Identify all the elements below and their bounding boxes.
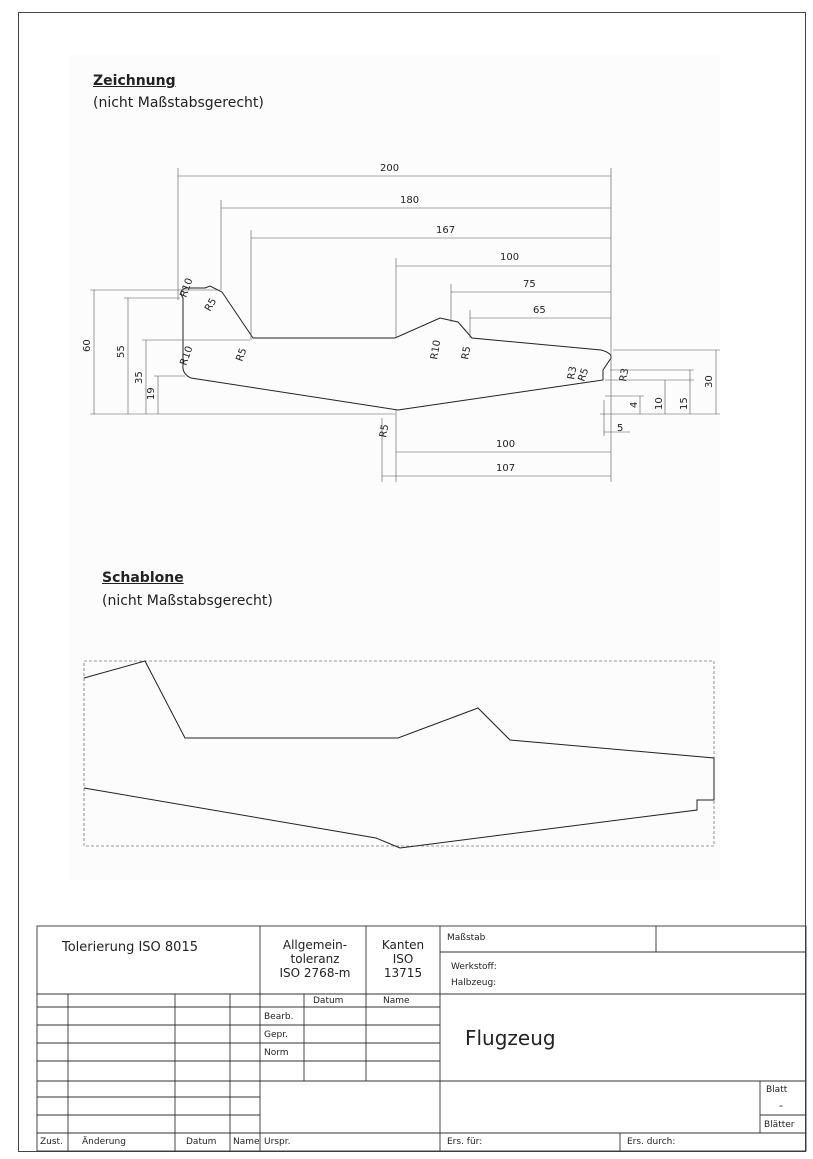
sheet-label: Blatt	[766, 1085, 788, 1095]
semi-finished-label: Halbzeug:	[451, 978, 497, 988]
drawing-heading: Zeichnung	[93, 73, 176, 89]
template-outline	[83, 660, 715, 849]
aenderung-label: Änderung	[82, 1137, 126, 1147]
scale-label: Maßstab	[447, 933, 486, 943]
template-frame	[83, 660, 715, 847]
dim-60: 60	[82, 339, 93, 352]
dim-35: 35	[134, 371, 145, 384]
dim-4: 4	[629, 402, 640, 408]
radius-r5-b: R5	[234, 347, 249, 363]
dim-100-bottom: 100	[496, 439, 515, 450]
radius-r5-d: R5	[576, 367, 591, 383]
dimension-lines	[90, 168, 720, 482]
edges-line3: 13715	[383, 966, 423, 980]
dim-30: 30	[704, 375, 715, 388]
title-block-lines	[36, 925, 807, 1152]
part-name: Flugzeug	[465, 1026, 556, 1050]
dim-107: 107	[496, 463, 515, 474]
bearb-label: Bearb.	[264, 1012, 294, 1022]
template-heading: Schablone	[102, 570, 184, 586]
airplane-outline	[180, 285, 612, 411]
dim-5: 5	[617, 423, 623, 434]
template-subheading: (nicht Maßstabsgerecht)	[102, 593, 273, 609]
radius-r5-c: R5	[460, 346, 473, 361]
name-header: Name	[383, 996, 410, 1006]
zust-label: Zust.	[40, 1137, 63, 1147]
general-tolerance-line3: ISO 2768-m	[279, 966, 351, 980]
edges-line2: ISO	[392, 952, 414, 966]
dimension-labels: 200 180 167 100 75 65 100 107 5 60 55 35…	[82, 163, 715, 474]
dim-75: 75	[523, 279, 536, 290]
dim-10: 10	[654, 397, 665, 410]
tolerance-label: Tolerierung ISO 8015	[62, 940, 198, 955]
datum-header: Datum	[313, 996, 344, 1006]
radius-r3-a: R3	[566, 366, 579, 381]
datum-footer: Datum	[186, 1137, 217, 1147]
gepr-label: Gepr.	[264, 1030, 288, 1040]
dim-167: 167	[436, 225, 455, 236]
material-label: Werkstoff:	[451, 962, 497, 972]
radius-r10-b: R10	[178, 345, 195, 367]
drawing-sheet	[18, 12, 806, 1152]
radius-r5-e: R5	[378, 424, 391, 439]
name-footer: Name	[233, 1137, 260, 1147]
drawing-area	[70, 55, 720, 880]
dim-55: 55	[116, 345, 127, 358]
replaced-by-label: Ers. durch:	[627, 1137, 676, 1147]
edges-line1: Kanten	[381, 938, 425, 952]
dim-19: 19	[146, 387, 157, 400]
radius-r3-b: R3	[618, 368, 631, 383]
radius-r10-c: R10	[429, 339, 443, 360]
replacement-for-label: Ers. für:	[447, 1137, 483, 1147]
radius-r5-a: R5	[203, 296, 219, 313]
sheet-value: -	[779, 1099, 783, 1112]
general-tolerance-line2: toleranz	[290, 952, 340, 966]
dim-180: 180	[400, 195, 419, 206]
dim-200: 200	[380, 163, 399, 174]
original-label: Urspr.	[264, 1137, 291, 1147]
dim-15: 15	[679, 397, 690, 410]
general-tolerance-line1: Allgemein-	[282, 938, 348, 952]
drawing-subheading: (nicht Maßstabsgerecht)	[93, 95, 264, 111]
norm-label: Norm	[264, 1048, 289, 1058]
dim-65: 65	[533, 305, 546, 316]
dim-100-top: 100	[500, 252, 519, 263]
sheets-label: Blätter	[764, 1120, 795, 1130]
